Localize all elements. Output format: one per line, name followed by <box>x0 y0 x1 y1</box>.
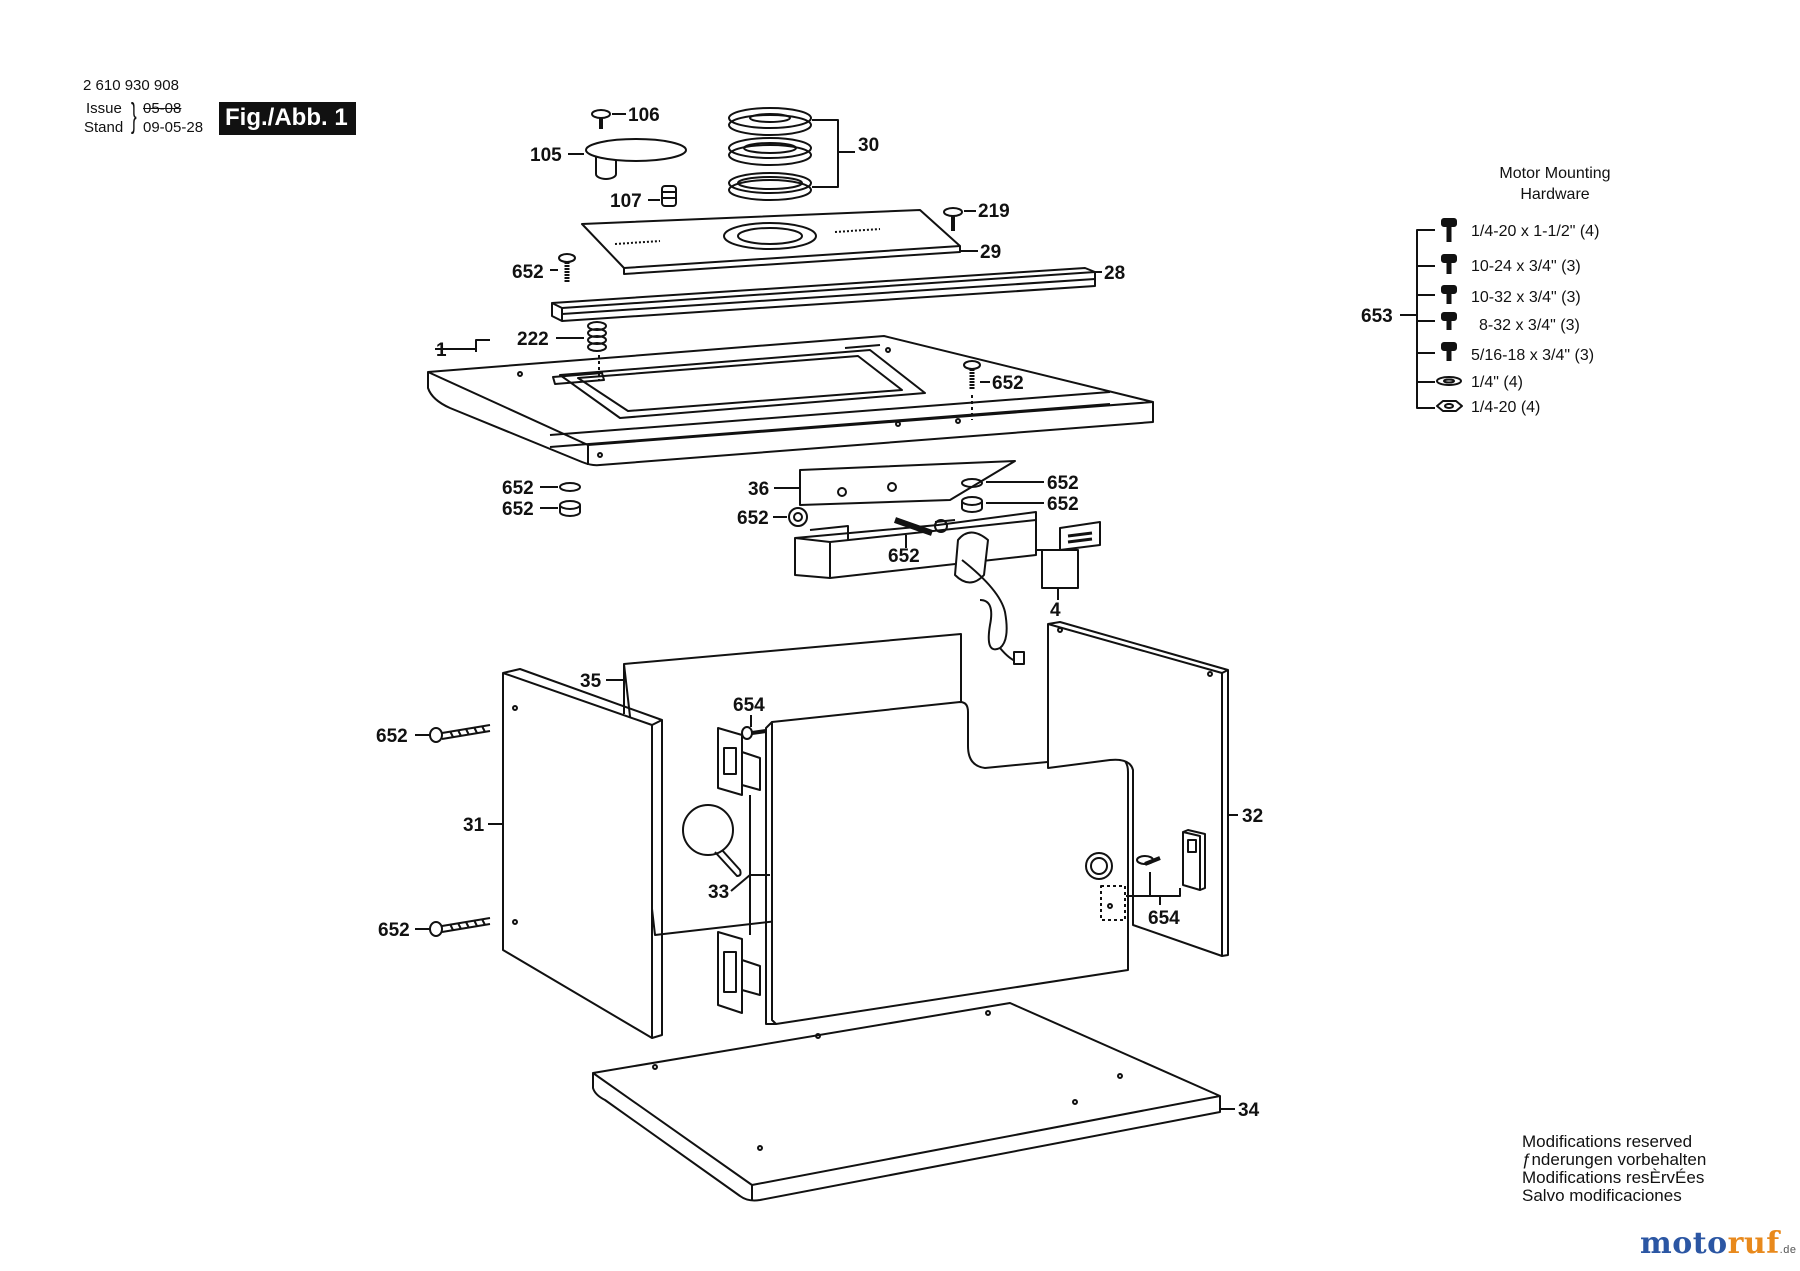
callout-28: 28 <box>1104 263 1125 284</box>
spring-222 <box>587 321 607 352</box>
long-screw-652-upper <box>429 724 491 743</box>
door <box>765 701 1129 1025</box>
callout-36: 36 <box>748 479 769 500</box>
callout-30: 30 <box>858 135 879 156</box>
issue-label: Issue <box>86 100 122 117</box>
modifications-line: Modifications reserved <box>1522 1132 1693 1151</box>
issue-date-struck: 05-08 <box>143 100 182 117</box>
bolt-icon-1 <box>1441 218 1457 242</box>
issue-brace: } <box>131 97 137 135</box>
nut-652 <box>788 507 808 527</box>
logo-part1: moto <box>1640 1226 1728 1261</box>
logo-suffix: .de <box>1779 1244 1797 1256</box>
callout-652-g: 652 <box>737 508 769 529</box>
callout-652-d: 652 <box>502 499 534 520</box>
callout-222: 222 <box>517 329 549 350</box>
long-screw-652-lower <box>429 917 491 937</box>
callout-33: 33 <box>708 882 729 903</box>
stand-date: 09-05-28 <box>143 119 204 136</box>
callout-652-j: 652 <box>378 920 410 941</box>
fence-rail-28 <box>551 267 1096 322</box>
switch-box <box>794 511 1037 665</box>
callout-34: 34 <box>1238 1100 1260 1121</box>
callout-654-b: 654 <box>1148 908 1180 929</box>
callout-1: 1 <box>436 340 447 361</box>
handle-shape <box>682 804 742 877</box>
callout-105: 105 <box>530 145 562 166</box>
hardware-bracket-653 <box>1400 229 1435 409</box>
bolt-icon-3 <box>1441 285 1457 304</box>
stand-label: Stand <box>84 119 124 136</box>
screw-652-top <box>558 253 576 282</box>
screw-652-right <box>963 360 981 390</box>
hardware-title-line2: Hardware <box>1520 186 1590 203</box>
table-top-1 <box>427 335 1154 467</box>
washer-nut-right <box>961 478 983 513</box>
callout-106: 106 <box>628 105 660 126</box>
callout-652-i: 652 <box>376 726 408 747</box>
washer-nut-left <box>559 482 581 517</box>
screw-654-side <box>1136 855 1161 866</box>
callout-32: 32 <box>1242 806 1263 827</box>
screw-219 <box>943 207 963 231</box>
figure-label: Fig./Abb. 1 <box>219 102 356 135</box>
bolt-icon-2 <box>1441 254 1457 274</box>
callout-35: 35 <box>580 671 602 692</box>
callout-31: 31 <box>463 815 485 836</box>
insert-plate-29 <box>581 209 961 275</box>
side-panel-31 <box>502 668 663 1039</box>
hardware-item: 8-32 x 3/4" (3) <box>1479 317 1580 334</box>
side-panel-32 <box>1047 621 1229 957</box>
bottom-panel-34 <box>592 1002 1221 1202</box>
hardware-item: 5/16-18 x 3/4" (3) <box>1471 347 1594 364</box>
hinge-upper <box>717 727 761 796</box>
callout-652-c: 652 <box>502 478 534 499</box>
callout-107: 107 <box>610 191 642 212</box>
nut-icon <box>1436 400 1463 412</box>
screw-654-top <box>741 726 767 740</box>
callout-219: 219 <box>978 201 1010 222</box>
magnetic-latch <box>1182 829 1206 891</box>
bolt-icon-4 <box>1441 312 1457 330</box>
bracket-36 <box>799 460 1016 506</box>
motoruf-logo[interactable]: motoruf.de <box>1640 1226 1796 1261</box>
washer-icon <box>1436 376 1462 386</box>
hardware-item: 10-24 x 3/4" (3) <box>1471 258 1581 275</box>
bolt-icon-5 <box>1441 342 1457 361</box>
hardware-item: 1/4-20 (4) <box>1471 399 1540 416</box>
hinge-lower <box>717 931 761 1014</box>
callout-653: 653 <box>1361 306 1393 327</box>
callout-652-h: 652 <box>888 546 920 567</box>
callout-652-a: 652 <box>512 262 544 283</box>
logo-part2: ruf <box>1727 1226 1780 1261</box>
screw-106 <box>591 109 611 129</box>
modifications-line: ƒnderungen vorbehalten <box>1522 1150 1707 1169</box>
modifications-note: Modifications reserved ƒnderungen vorbeh… <box>1522 1133 1706 1205</box>
part-number: 2 610 930 908 <box>83 77 179 94</box>
hardware-title-line1: Motor Mounting <box>1499 165 1611 182</box>
hardware-title: Motor Mounting Hardware <box>1455 163 1655 205</box>
modifications-line: Modifications resÈrvÉes <box>1522 1168 1705 1187</box>
callout-29: 29 <box>980 242 1001 263</box>
knob-107 <box>661 185 677 207</box>
modifications-line: Salvo modificaciones <box>1522 1186 1682 1205</box>
hardware-item: 10-32 x 3/4" (3) <box>1471 289 1581 306</box>
callout-652-e: 652 <box>1047 473 1079 494</box>
callout-652-b: 652 <box>992 373 1024 394</box>
callout-654-a: 654 <box>733 695 765 716</box>
callout-652-f: 652 <box>1047 494 1079 515</box>
hardware-item: 1/4" (4) <box>1471 374 1523 391</box>
callout-4: 4 <box>1050 600 1061 621</box>
switch-4 <box>1059 521 1101 551</box>
hardware-item: 1/4-20 x 1-1/2" (4) <box>1471 223 1599 240</box>
insert-ring-set <box>728 107 812 201</box>
cover-plate-105 <box>585 138 687 180</box>
